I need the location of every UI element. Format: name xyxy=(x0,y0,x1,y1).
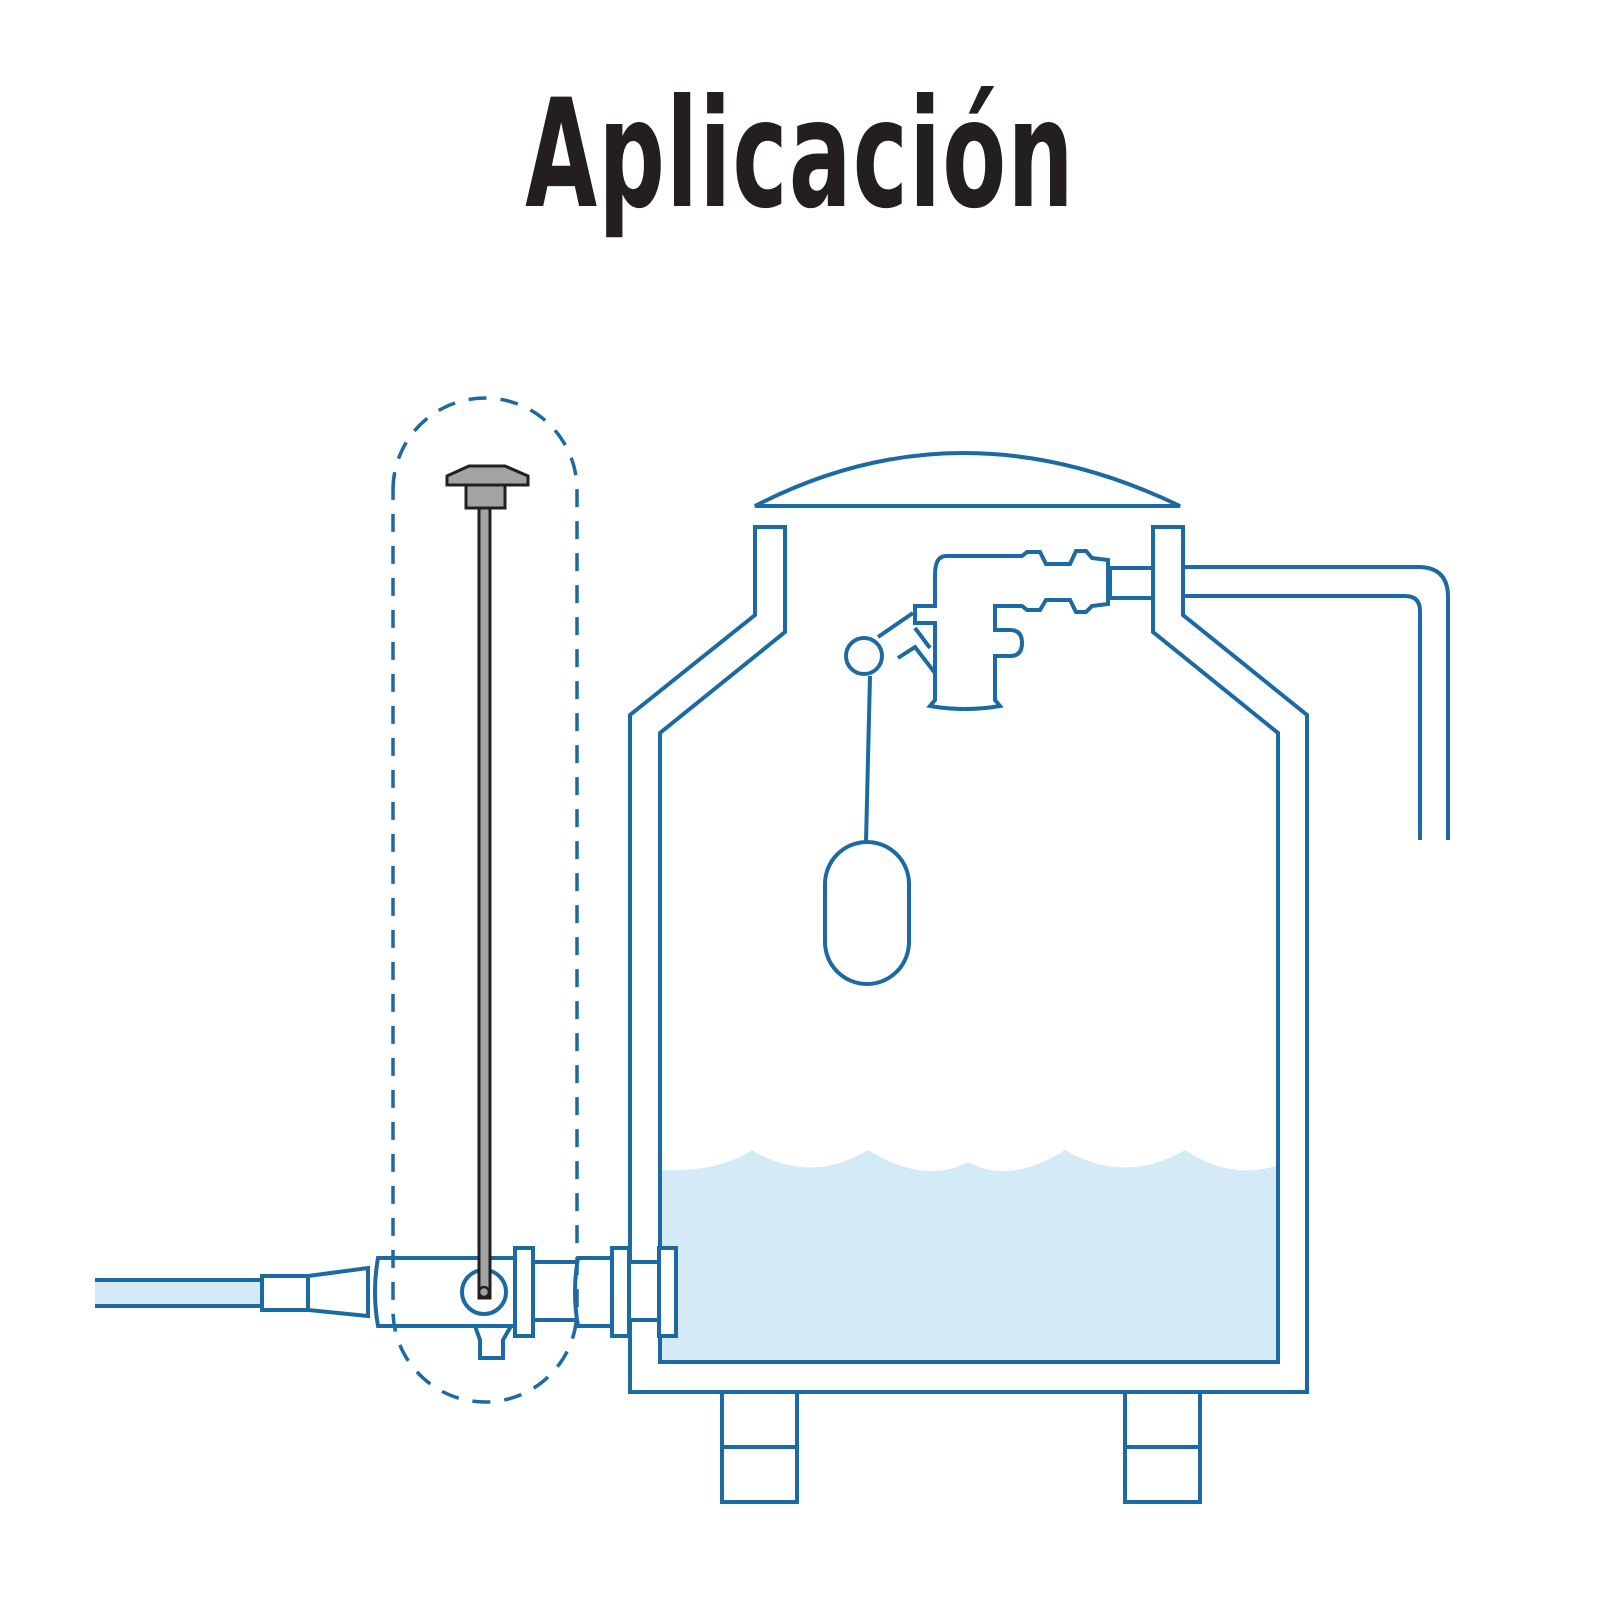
outlet-pipe xyxy=(1170,565,1450,840)
tank-body xyxy=(628,525,1309,1394)
highlight-outline xyxy=(391,396,579,1404)
supply-pipe xyxy=(95,1265,370,1319)
float-valve xyxy=(823,549,1155,986)
valve-handle xyxy=(445,464,530,1300)
tank-leg-right xyxy=(1123,1390,1202,1504)
water xyxy=(662,1150,1276,1360)
tank-leg-left xyxy=(720,1390,799,1504)
page-title: Aplicación xyxy=(525,68,1075,242)
gate-valve xyxy=(373,1246,678,1360)
tank-lid xyxy=(754,451,1181,508)
